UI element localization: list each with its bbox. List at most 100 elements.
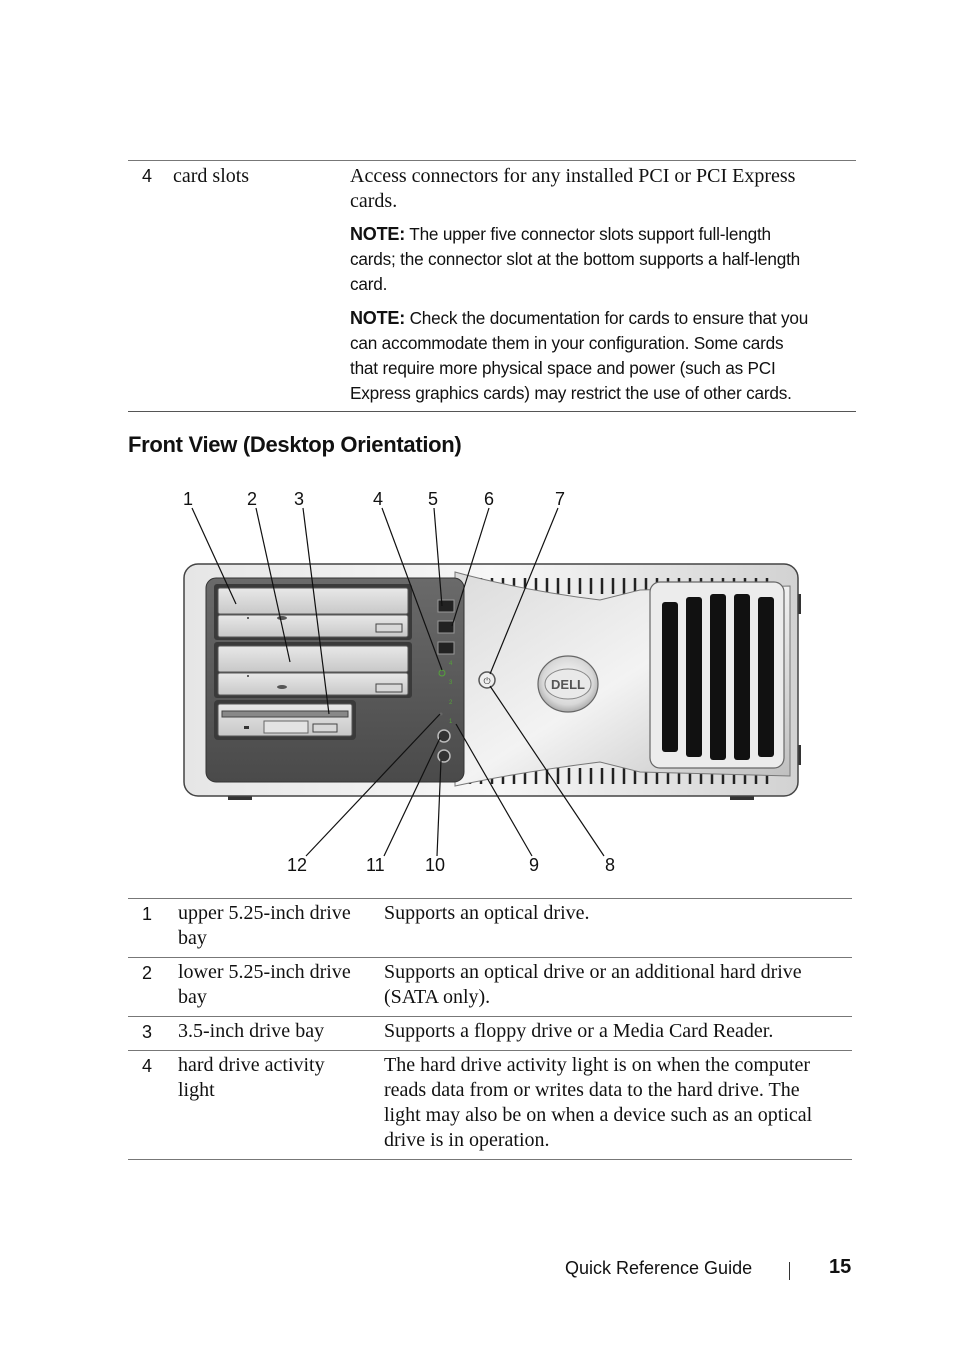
grille-slot [686,597,702,757]
floppy-drive-eject-button [312,723,338,733]
note-2: NOTE: Check the documentation for cards … [350,306,855,406]
callout-numbers-top: 1 2 3 4 5 6 7 [183,489,565,509]
callout-number: 1 [183,489,193,509]
floppy-drive-label-area [263,720,309,734]
callout-number: 9 [529,855,539,875]
usb-port [437,620,455,634]
note-2-line: Express graphics cards) may restrict the… [350,383,792,403]
table-rule [128,957,852,958]
diagnostic-lights: 4 3 2 1 [449,661,453,725]
table-row-number: 3 [142,1022,153,1042]
diagnostic-light-label: 2 [449,700,453,706]
top-table-top-rule [128,160,856,161]
table-row-item: hard drive activity light [178,1053,368,1103]
note-2-line: Check the documentation for cards to ens… [409,308,809,328]
note-1-label: NOTE: [350,224,405,244]
note-2-line: that require more physical space and pow… [350,358,776,378]
table-row-description-line: Supports an optical drive. [384,902,590,924]
callout-number: 4 [373,489,383,509]
footer-guide-title: Quick Reference Guide [565,1258,753,1278]
callout-number: 3 [294,489,304,509]
upper-drive-led [247,617,249,619]
upper-drive-eject-button [375,623,403,633]
table-rule [128,1016,852,1017]
network-link-light [439,712,443,716]
callout-number: 12 [287,855,307,875]
lower-drive-face [217,672,409,696]
table-row-description-line: light may also be on when a device such … [384,1104,813,1126]
upper-drive-face [217,614,409,638]
note-1: NOTE: The upper five connector slots sup… [350,222,855,297]
grille-slot [734,594,750,760]
usb-port [437,599,455,613]
grille-slot [662,602,678,752]
table-rule [128,898,852,899]
footer-separator [789,1262,790,1280]
lower-drive-eject-button [375,683,403,693]
note-1-line: cards; the connector slot at the bottom … [350,249,801,269]
table-row-item-line: bay [178,927,207,949]
table-row-item-line: lower 5.25-inch drive [178,961,351,983]
table-row-description-line: reads data from or writes data to the ha… [384,1079,800,1101]
lower-drive-bezel [217,645,409,673]
callout-number: 11 [366,855,385,875]
power-icon: ⏻ [483,676,490,687]
table-row-description: The hard drive activity light is on when… [384,1053,844,1153]
table-row-description-line: Supports a floppy drive or a Media Card … [384,1020,774,1042]
grille-slot [710,594,726,760]
diagnostic-light-label: 3 [449,680,453,686]
callout-number: 8 [605,855,615,875]
dell-logo-text: DELL [551,677,585,692]
case-foot [228,795,252,800]
callout-leaders [191,507,605,857]
callout-number: 6 [484,489,494,509]
top-row-description: Access connectors for any installed PCI … [350,165,796,212]
table-row-number: 4 [142,1056,153,1076]
table-row-description-line: Supports an optical drive or an addition… [384,961,802,983]
table-row-description: Supports an optical drive or an addition… [384,960,844,1010]
callout-number: 2 [247,489,257,509]
table-row-description-line: (SATA only). [384,986,491,1008]
page-number: 15 [829,1256,852,1278]
table-row-description: Supports a floppy drive or a Media Card … [384,1019,844,1044]
table-row-item: upper 5.25-inch drive bay [178,901,368,951]
case-foot [730,795,754,800]
table-row-description: Supports an optical drive. [384,901,844,926]
lower-drive-keyhole [277,685,287,689]
callout-number: 7 [555,489,565,509]
upper-drive-keyhole [277,616,287,620]
callout-number: 5 [428,489,438,509]
section-title: Front View (Desktop Orientation) [128,432,462,457]
table-row-item-line: hard drive activity [178,1054,325,1076]
note-1-line: The upper five connector slots support f… [409,224,771,244]
callout-numbers-bottom: 12 11 10 9 8 [287,855,615,875]
table-row-item-line: light [178,1079,215,1101]
dell-logo-ring [544,668,592,700]
table-rule [128,1050,852,1051]
power-button [478,671,496,689]
table-row-item: 3.5-inch drive bay [178,1019,368,1044]
table-row-item-line: bay [178,986,207,1008]
table-row-description-line: The hard drive activity light is on when… [384,1054,810,1076]
microphone-connector [437,749,451,763]
top-row-item: card slots [173,165,250,187]
table-row-item: lower 5.25-inch drive bay [178,960,368,1010]
table-row-number: 2 [142,963,153,983]
table-row-description-line: drive is in operation. [384,1129,550,1151]
grille-slot [758,597,774,757]
top-table-bottom-rule [128,411,856,412]
table-row-item-line: 3.5-inch drive bay [178,1020,325,1042]
note-2-line: can accommodate them in your configurati… [350,333,784,353]
ieee1394-port [437,641,455,655]
callout-number: 10 [425,855,445,875]
diagnostic-light-label: 1 [449,719,453,725]
headphone-connector [437,729,451,743]
table-row-number: 1 [142,904,153,924]
note-2-label: NOTE: [350,308,405,328]
top-row-number: 4 [142,166,153,186]
diagnostic-light-label: 4 [449,661,453,667]
table-row-item-line: upper 5.25-inch drive [178,902,351,924]
table-rule [128,1159,852,1160]
floppy-drive-slot [221,710,349,718]
computer-front-view-figure: DELL 4 3 2 1 ⏻ [183,489,801,875]
